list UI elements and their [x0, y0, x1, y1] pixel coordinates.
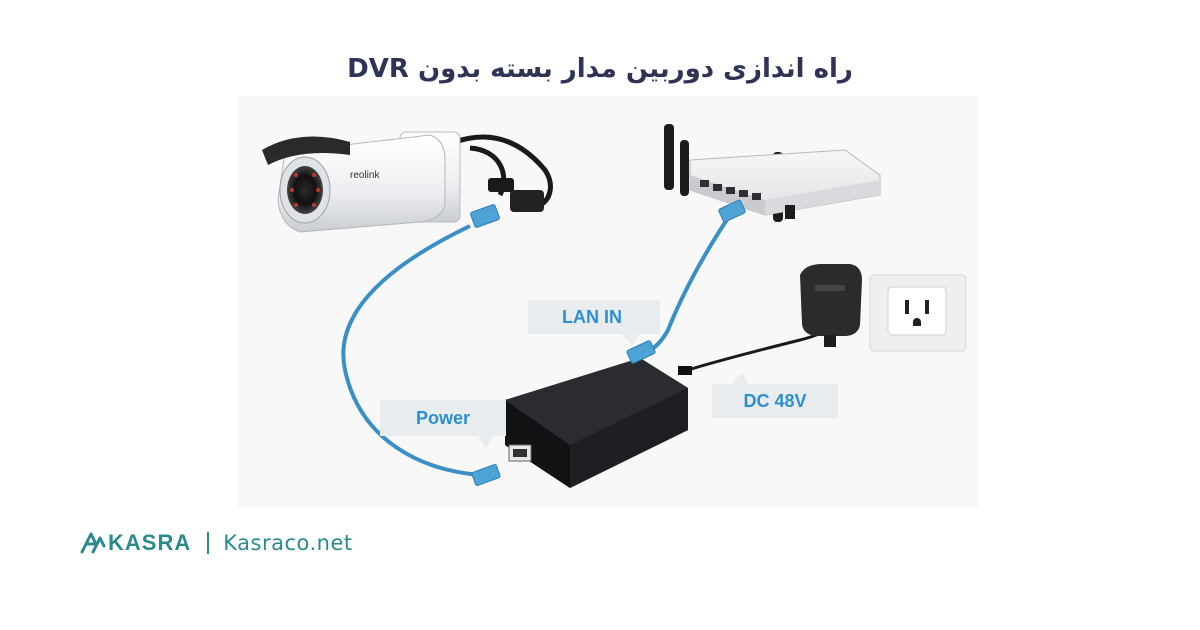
callout-lan-in: LAN IN [528, 300, 660, 346]
brand-logo: KASRA [80, 530, 191, 556]
footer-divider [207, 532, 210, 554]
power-adapter [800, 264, 862, 347]
kasra-logo-icon [80, 532, 106, 554]
camera-brand-label: reolink [350, 170, 380, 181]
camera-lens-icon [287, 166, 323, 214]
callout-power-label: Power [416, 408, 470, 428]
wifi-router [664, 124, 881, 223]
ethernet-cable-camera [341, 224, 481, 477]
wall-outlet-icon [869, 274, 967, 352]
callout-lan-in-label: LAN IN [562, 307, 622, 327]
page-title: راه اندازی دوربین مدار بسته بدون DVR [347, 54, 853, 84]
callout-dc: DC 48V [712, 372, 838, 418]
poe-injector [471, 340, 692, 488]
callout-dc-label: DC 48V [743, 391, 806, 411]
site-url[interactable]: Kasraco.net [223, 531, 353, 555]
callout-power: Power [380, 400, 506, 448]
camera-pigtail [454, 134, 553, 208]
antenna-icon [664, 124, 674, 190]
brand-name: KASRA [108, 530, 192, 555]
ip-camera: reolink [262, 131, 544, 233]
footer: KASRA Kasraco.net [80, 528, 353, 558]
